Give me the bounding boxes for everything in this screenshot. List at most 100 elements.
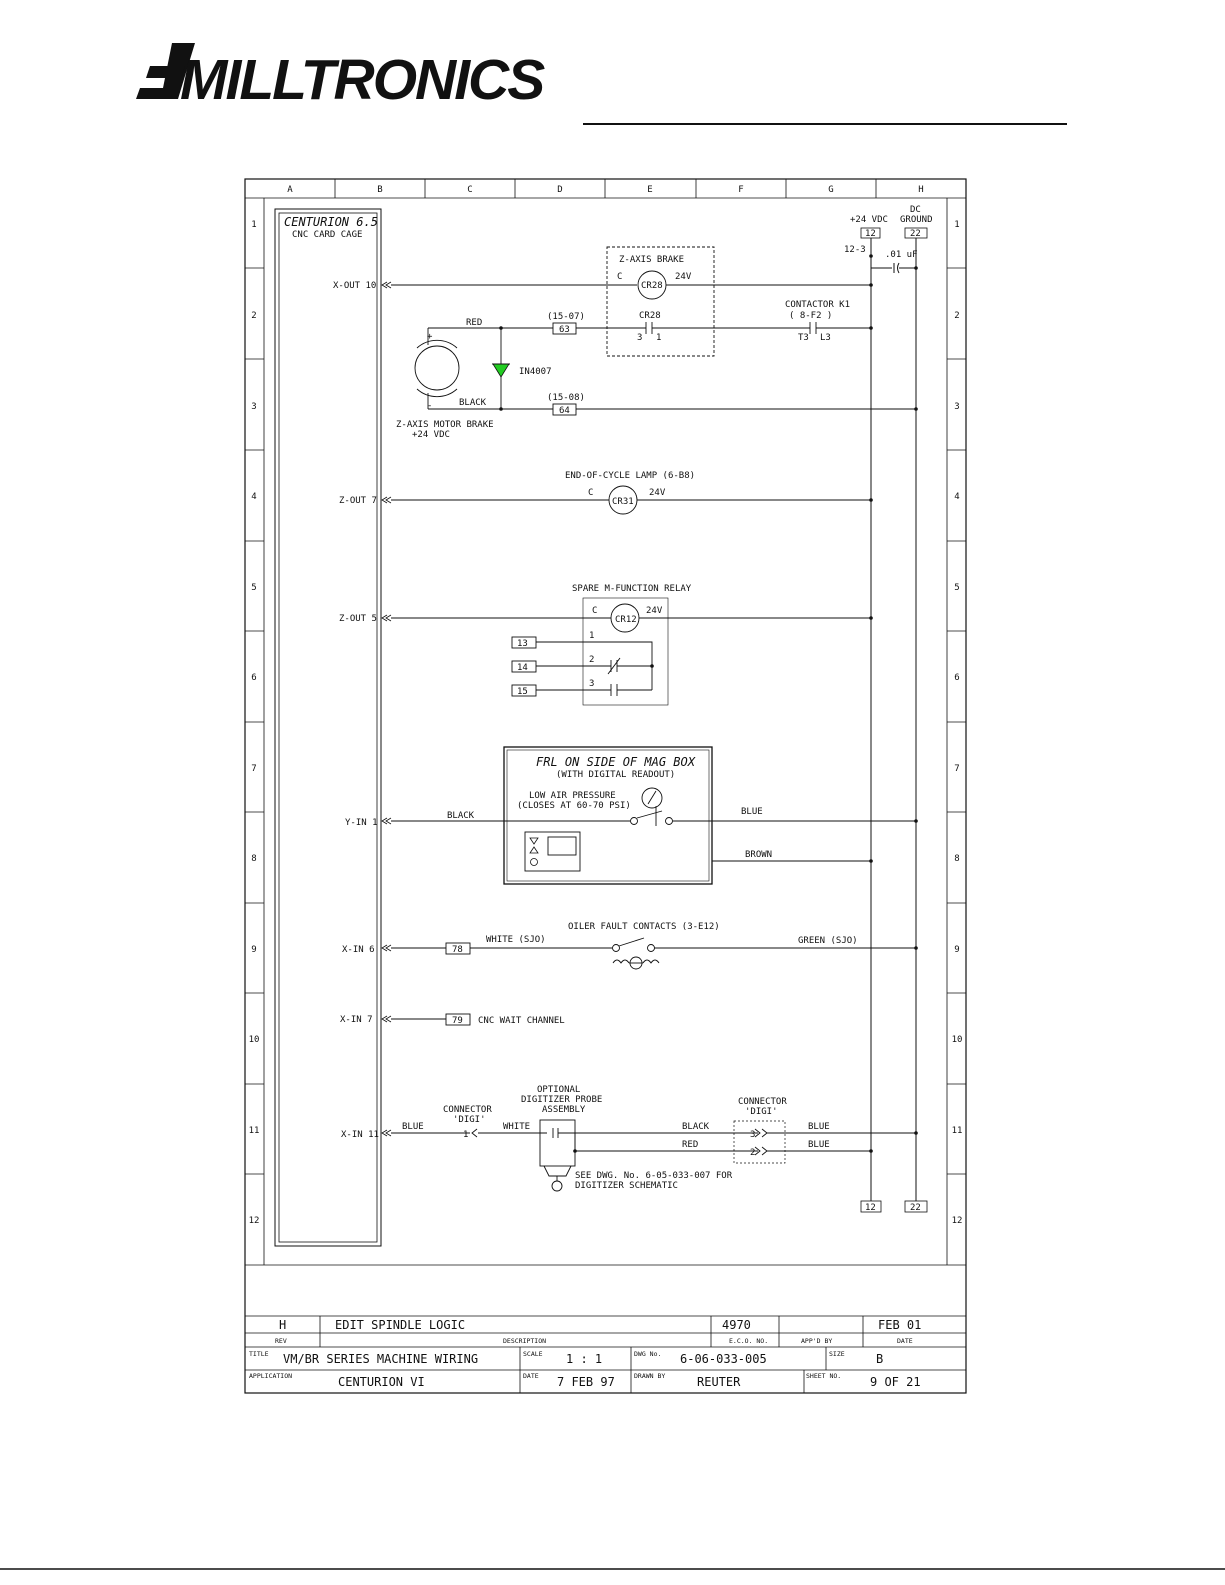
spare-terminal-13: 13	[517, 639, 528, 649]
tb-h-dwg: DWG No.	[634, 1350, 661, 1358]
terminal-63-ref: (15-07)	[547, 312, 585, 322]
probe-red: RED	[682, 1140, 698, 1150]
vdc-terminal-bottom	[860, 1200, 882, 1213]
brake-v: 24V	[675, 272, 692, 282]
row-label: 12	[249, 1216, 260, 1226]
spare-v: 24V	[646, 606, 663, 616]
oiler-title: OILER FAULT CONTACTS (3-E12)	[568, 922, 720, 932]
probe-see-1: SEE DWG. No. 6-05-033-007 FOR	[575, 1171, 733, 1181]
cage-subtitle: CNC CARD CAGE	[292, 230, 362, 240]
tb-drawn: REUTER	[697, 1375, 741, 1389]
motor-black: BLACK	[459, 398, 487, 408]
probe-optional-2: DIGITIZER PROBE	[521, 1095, 602, 1105]
ground-terminal-label: 22	[910, 229, 921, 239]
row-label: 2	[954, 311, 959, 321]
tb-h-appd: APP'D BY	[801, 1337, 832, 1345]
row-label: 2	[251, 311, 256, 321]
spare-terminal-14: 14	[517, 663, 528, 673]
frl-blue: BLUE	[741, 807, 763, 817]
tb-desc: EDIT SPINDLE LOGIC	[335, 1318, 465, 1332]
brake-pin3: 3	[637, 333, 642, 343]
probe-pin3: 3	[750, 1130, 755, 1140]
port-arrows	[381, 281, 392, 1137]
row-label: 1	[251, 220, 256, 230]
row-labels-right: 1 2 3 4 5 6 7 8 9 10 11 12	[952, 220, 963, 1226]
oiler-green: GREEN (SJO)	[798, 936, 858, 946]
row-label: 9	[251, 945, 256, 955]
probe-connector-2: 'DIGI'	[453, 1115, 486, 1125]
row-label: 9	[954, 945, 959, 955]
tb-scale: 1 : 1	[566, 1352, 602, 1366]
spare-relay	[391, 597, 871, 706]
motor-label-1: Z-AXIS MOTOR BRAKE	[396, 420, 494, 430]
ground-terminal-bottom	[904, 1200, 928, 1213]
diode-label: IN4007	[519, 367, 552, 377]
cap-label: .01 uF	[885, 250, 918, 260]
col-label: B	[377, 185, 382, 195]
col-label: H	[918, 185, 923, 195]
probe-pin2: 2	[750, 1148, 755, 1158]
spare-pin3: 3	[589, 679, 594, 689]
tb-title: VM/BR SERIES MACHINE WIRING	[283, 1352, 478, 1366]
brake-title: Z-AXIS BRAKE	[619, 255, 684, 265]
probe-connector-1: CONNECTOR	[443, 1105, 492, 1115]
row-label: 7	[251, 764, 256, 774]
motor-minus: -	[427, 401, 432, 411]
ground-terminal-bottom-label: 22	[910, 1203, 921, 1213]
row-label: 10	[249, 1035, 260, 1045]
digitizer-probe	[391, 1119, 916, 1192]
probe-optional-1: OPTIONAL	[537, 1085, 580, 1095]
row-label: 10	[952, 1035, 963, 1045]
frl-low-air-1: LOW AIR PRESSURE	[529, 791, 616, 801]
port-xin6: X-IN 6	[342, 945, 375, 955]
brake-coil: CR28	[641, 281, 663, 291]
oiler-terminal: 78	[452, 945, 463, 955]
tb-dwg: 6-06-033-005	[680, 1352, 767, 1366]
contactor-title: CONTACTOR K1	[785, 300, 850, 310]
spare-pin1: 1	[589, 631, 594, 641]
cage-title: CENTURION 6.5	[284, 215, 378, 229]
row-label: 6	[251, 673, 256, 683]
row-label: 3	[251, 402, 256, 412]
col-label: C	[467, 185, 472, 195]
tb-sheet: 9 OF 21	[870, 1375, 921, 1389]
probe-blue-out-2: BLUE	[808, 1140, 830, 1150]
frl-subtitle: (WITH DIGITAL READOUT)	[556, 770, 675, 780]
brake-contact: CR28	[639, 311, 661, 321]
lamp-coil: CR31	[612, 497, 634, 507]
cnc-wait	[391, 1013, 471, 1026]
tb-h-dt: DATE	[523, 1372, 539, 1380]
port-zout5: Z-OUT 5	[339, 614, 377, 624]
ground-label-1: DC	[910, 205, 921, 215]
tb-rev: H	[279, 1318, 286, 1332]
row-label: 12	[952, 1216, 963, 1226]
lamp-v: 24V	[649, 488, 666, 498]
tb-date: FEB 01	[878, 1318, 921, 1332]
tb-h-app: APPLICATION	[249, 1372, 292, 1380]
probe-pin1: 1	[463, 1130, 468, 1140]
diode-symbol	[492, 363, 510, 378]
row-label: 1	[954, 220, 959, 230]
probe-see-2: DIGITIZER SCHEMATIC	[575, 1181, 678, 1191]
port-xout10: X-OUT 10	[333, 281, 376, 291]
col-label: G	[828, 185, 833, 195]
row-label: 3	[954, 402, 959, 412]
tb-h-sheet: SHEET NO.	[806, 1372, 841, 1380]
row-label: 11	[952, 1126, 963, 1136]
vdc-label: +24 VDC	[850, 215, 888, 225]
motor-plus: +	[427, 332, 433, 342]
brand-wordmark: MILLTRONICS	[180, 48, 545, 112]
probe-blue-out-1: BLUE	[808, 1122, 830, 1132]
motor-label-2: +24 VDC	[412, 430, 450, 440]
port-xin11: X-IN 11	[341, 1130, 379, 1140]
spare-coil: CR12	[615, 615, 637, 625]
title-block	[245, 1315, 966, 1393]
tb-size: B	[876, 1352, 883, 1366]
ground-label-2: GROUND	[900, 215, 933, 225]
col-label: A	[287, 185, 293, 195]
tb-dt: 7 FEB 97	[557, 1375, 615, 1389]
node-label: 12-3	[844, 245, 866, 255]
port-yin1: Y-IN 1	[345, 818, 378, 828]
col-label: F	[738, 185, 743, 195]
frl-title: FRL ON SIDE OF MAG BOX	[536, 755, 696, 769]
